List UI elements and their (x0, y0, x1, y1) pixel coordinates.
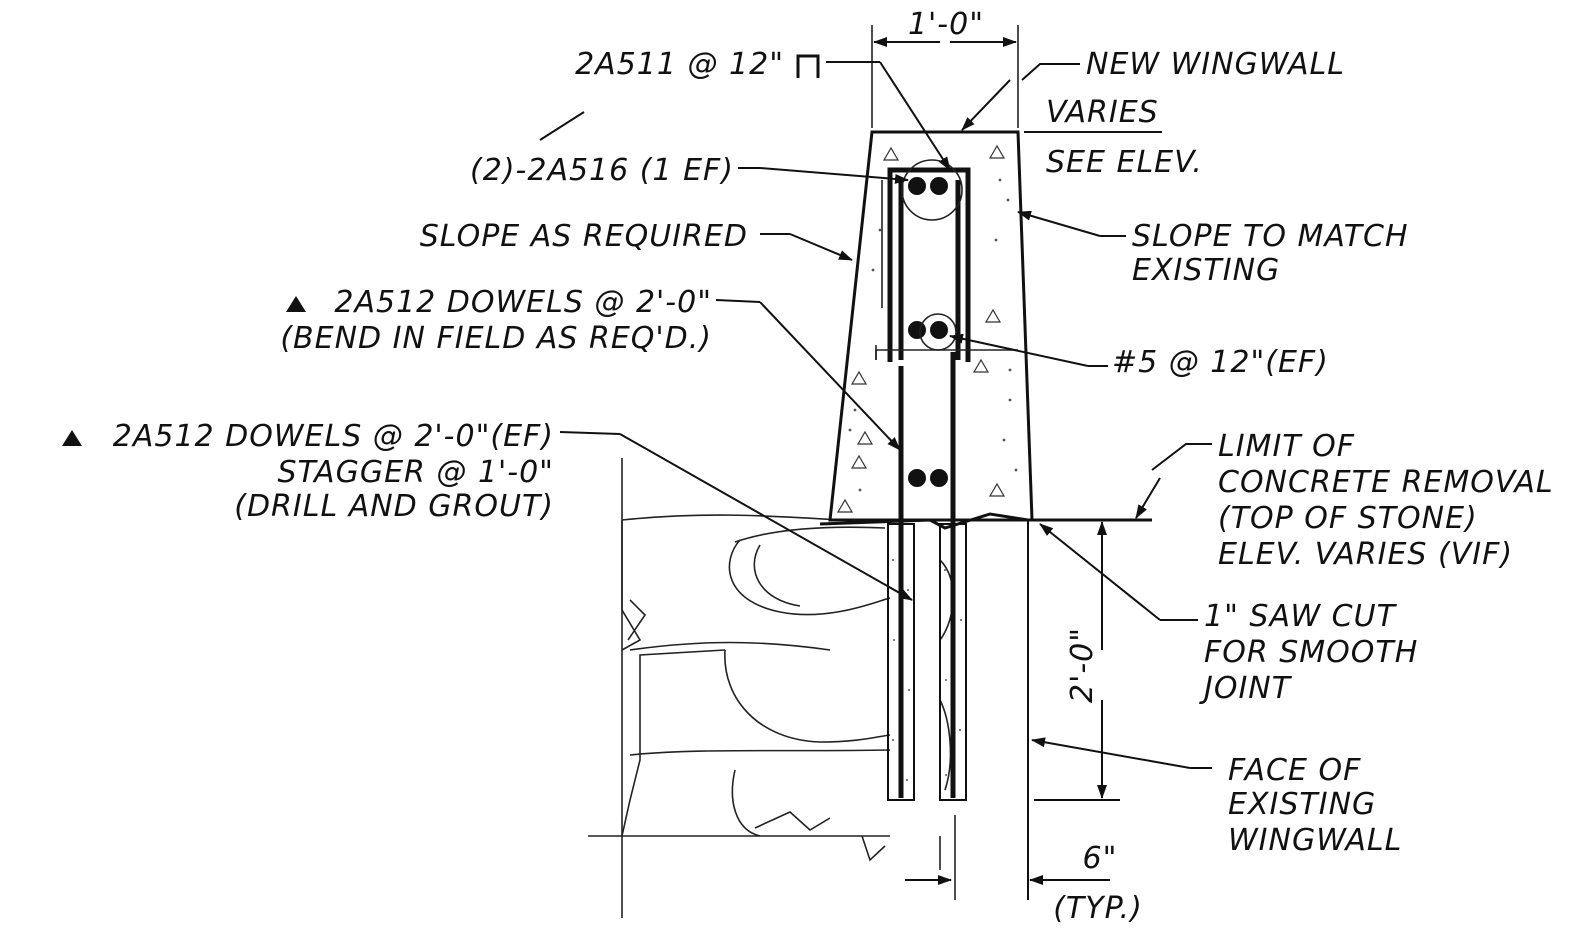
label-dowels-b-3: (DRILL AND GROUT) (234, 489, 554, 524)
label-limit-3: (TOP OF STONE) (1218, 501, 1478, 536)
dim-top-label: 1'-0" (908, 7, 984, 42)
label-2a511: 2A511 @ 12" (575, 47, 784, 82)
label-varies: VARIES (1046, 95, 1159, 130)
dim-side-label: 2'-0" (1065, 627, 1100, 703)
stirrup-symbol-icon (796, 54, 820, 78)
label-rebar-5: #5 @ 12"(EF) (1112, 345, 1329, 380)
label-slope-required: SLOPE AS REQUIRED (420, 219, 748, 254)
new-bar-marker-icon (286, 296, 306, 312)
label-2a516: (2)-2A516 (1 EF) (470, 153, 734, 188)
leader-lines (539, 61, 1212, 769)
label-dowels-a-1: 2A512 DOWELS @ 2'-0" (334, 285, 712, 320)
label-face-1: FACE OF (1228, 753, 1361, 788)
drilled-grout-holes (887, 352, 967, 801)
callout-labels: 2A511 @ 12" NEW WINGWALL VARIES SEE ELEV… (113, 47, 1554, 858)
label-sawcut-3: JOINT (1199, 671, 1293, 706)
label-dowels-a-2: (BEND IN FIELD AS REQ'D.) (280, 321, 712, 356)
label-new-wingwall: NEW WINGWALL (1086, 47, 1345, 82)
label-limit-2: CONCRETE REMOVAL (1218, 465, 1554, 500)
new-bar-marker-icon (62, 430, 82, 446)
label-sawcut-2: FOR SMOOTH (1204, 635, 1418, 670)
label-limit-4: ELEV. VARIES (VIF) (1218, 537, 1513, 572)
typ-label: (TYP.) (1053, 891, 1143, 926)
label-limit-1: LIMIT OF (1218, 429, 1355, 464)
dim-bottom-label: 6" (1083, 841, 1118, 876)
dimension-bottom (905, 815, 1110, 900)
label-slope-match-2: EXISTING (1132, 253, 1280, 288)
new-wingwall-cap (819, 130, 1152, 530)
dimension-top (871, 25, 1019, 128)
label-see-elev: SEE ELEV. (1046, 145, 1203, 180)
label-dowels-b-2: STAGGER @ 1'-0" (277, 455, 554, 490)
label-face-2: EXISTING (1228, 787, 1376, 822)
label-slope-match-1: SLOPE TO MATCH (1132, 219, 1409, 254)
label-face-3: WINGWALL (1228, 823, 1402, 858)
label-dowels-b-1: 2A512 DOWELS @ 2'-0"(EF) (113, 419, 554, 454)
label-sawcut-1: 1" SAW CUT (1204, 599, 1398, 634)
existing-stone-masonry (588, 458, 954, 918)
